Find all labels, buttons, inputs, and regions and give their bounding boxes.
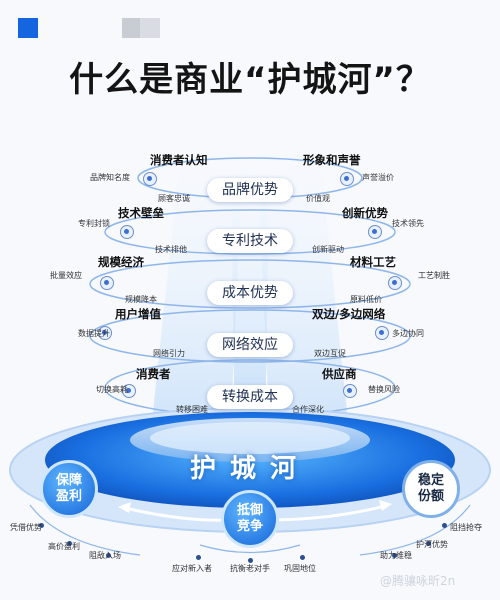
layer2-right-node (368, 225, 382, 239)
layer5-right-node (343, 384, 357, 398)
layer5-left-main: 消费者 (136, 367, 171, 381)
layer4-right-main: 双边/多边网络 (312, 307, 386, 321)
layer-pill-cost: 成本优势 (207, 281, 293, 305)
layer4-left-node (98, 326, 112, 340)
layer-pill-brand: 品牌优势 (207, 178, 293, 202)
bottom-center-dot-1 (196, 555, 201, 560)
bottom-left-label-1: 凭借优势 (10, 523, 42, 532)
layer1-right-node (340, 172, 354, 186)
layer2-left-sub-2: 技术排他 (155, 245, 187, 254)
layer4-right-sub-2: 双边互促 (314, 349, 346, 358)
bottom-left-dot-2 (67, 541, 72, 546)
bottom-right-dot-2 (426, 541, 431, 546)
page-title: 什么是商业“护城河”？ (69, 60, 431, 100)
bottom-right-label-3: 助力维稳 (380, 551, 412, 560)
layer4-right-node (375, 326, 389, 340)
circle-stable-share: 稳定 份额 (402, 460, 460, 518)
layer2-left-main: 技术壁垒 (118, 206, 164, 220)
layer3-right-sub-1: 工艺制胜 (418, 271, 450, 280)
grey-square-icon-2 (140, 18, 160, 38)
layer-pill-switching: 转换成本 (207, 385, 293, 409)
circle-stable-line2: 份额 (417, 489, 444, 504)
layer1-left-main: 消费者认知 (150, 153, 208, 167)
bottom-right-label-2: 护河优势 (416, 540, 448, 549)
layer1-left-node (143, 172, 157, 186)
layer1-right-sub-2: 价值观 (306, 194, 330, 203)
layer2-left-node (120, 225, 134, 239)
layer5-left-node (122, 384, 136, 398)
bottom-left-label-3: 阻敌入场 (89, 551, 121, 560)
layer-pill-network: 网络效应 (207, 333, 293, 357)
layer1-left-sub-1: 品牌知名度 (90, 173, 130, 182)
layer1-right-sub-1: 声誉溢价 (362, 173, 394, 182)
layer5-right-main: 供应商 (322, 367, 357, 381)
layer3-left-node (100, 276, 114, 290)
bottom-center-dot-3 (300, 555, 305, 560)
layer5-left-sub-1: 切换高耗 (96, 385, 128, 394)
layer5-right-sub-1: 替换风险 (368, 385, 400, 394)
layer4-right-sub-1: 多边协同 (392, 329, 424, 338)
bottom-center-label-3: 巩固地位 (284, 564, 316, 573)
layer3-right-main: 材料工艺 (350, 255, 396, 269)
circle-stable-line1: 稳定 (417, 473, 444, 488)
circle-secure-profit-line1: 保障 (55, 473, 82, 488)
layer3-left-sub-2: 规模降本 (125, 295, 157, 304)
layer5-right-sub-2: 合作深化 (292, 405, 324, 414)
layer2-right-sub-1: 技术领先 (392, 219, 424, 228)
grey-square-icon (122, 18, 142, 38)
circle-secure-profit-line2: 盈利 (55, 489, 82, 504)
layer2-left-sub-1: 专利封锁 (78, 219, 110, 228)
bottom-right-label-1: 阻挡抢夺 (450, 523, 482, 532)
bottom-center-dot-2 (248, 558, 253, 563)
bottom-right-dot-1 (442, 523, 447, 528)
layer3-left-sub-1: 批量效应 (50, 271, 82, 280)
bottom-left-dot-1 (39, 523, 44, 528)
moat-base-title: 护城河 (189, 454, 310, 484)
layer4-left-main: 用户增值 (115, 307, 161, 321)
bottom-right-dot-3 (392, 553, 397, 558)
layer3-right-node (388, 276, 402, 290)
layer3-left-main: 规模经济 (98, 255, 144, 269)
layer4-left-sub-2: 网络引力 (153, 349, 185, 358)
bottom-center-label-2: 抗衡老对手 (230, 564, 270, 573)
layer1-left-sub-2: 顾客忠诚 (158, 194, 190, 203)
bottom-left-label-2: 高价盈利 (48, 542, 80, 551)
circle-secure-profit: 保障 盈利 (40, 460, 98, 518)
circle-resist-competition: 抵御 竞争 (221, 490, 279, 548)
blue-square-icon (18, 18, 38, 38)
bottom-center-label-1: 应对新入者 (172, 564, 212, 573)
layer1-right-main: 形象和声誉 (303, 153, 361, 167)
layer4-left-sub-1: 数据提升 (78, 329, 110, 338)
layer5-left-sub-2: 转移困难 (176, 405, 208, 414)
bottom-left-dot-3 (106, 553, 111, 558)
layer-pill-patent: 专利技术 (207, 229, 293, 253)
layer3-right-sub-2: 原料低价 (350, 295, 382, 304)
watermark: @腾骧咏昕2n (380, 574, 456, 588)
layer2-right-main: 创新优势 (342, 206, 388, 220)
circle-resist-line1: 抵御 (236, 503, 263, 518)
circle-resist-line2: 竞争 (236, 519, 263, 534)
layer2-right-sub-2: 创新驱动 (312, 245, 344, 254)
